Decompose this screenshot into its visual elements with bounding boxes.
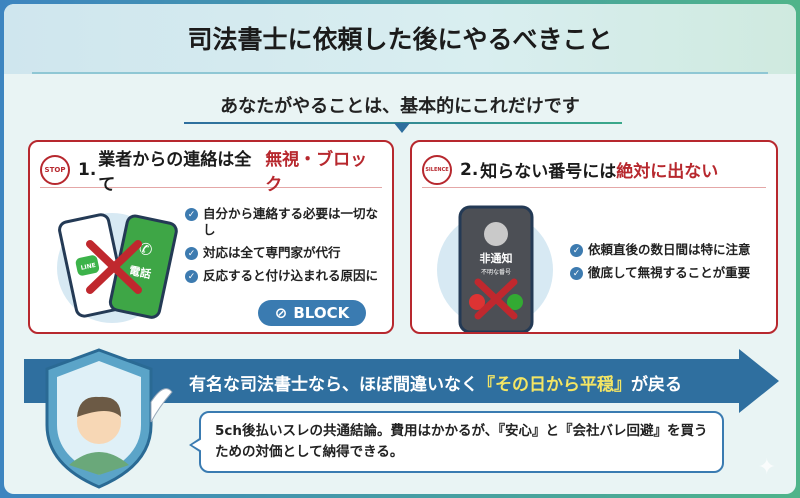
card-number: 1.	[78, 159, 97, 180]
checklist: ✓依頼直後の数日間は特に注意 ✓徹底して無視することが重要	[570, 242, 770, 288]
list-item: ✓依頼直後の数日間は特に注意	[570, 242, 770, 258]
block-button[interactable]: ⊘BLOCK	[258, 300, 366, 326]
card-title: 知らない番号には	[480, 162, 617, 182]
card-header: STOP 1. 業者からの連絡は全て 無視・ブロック	[40, 150, 382, 195]
sparkle-icon: ✦	[757, 455, 776, 480]
divider	[32, 72, 768, 74]
caller-sub-label: 不明な番号	[481, 269, 511, 276]
down-pointer-icon	[394, 123, 410, 133]
check-icon: ✓	[570, 244, 583, 257]
banner-arrow	[24, 349, 779, 413]
call-label: 電話	[128, 263, 152, 281]
dove-icon	[150, 388, 173, 423]
stop-icon: STOP	[40, 154, 70, 185]
silence-icon: SILENCE	[422, 154, 452, 185]
check-icon: ✓	[185, 208, 198, 221]
banner-text: 有名な司法書士なら、ほぼ間違いなく『その日から平穏』が戻る	[189, 375, 682, 395]
card-title-accent: 無視・ブロック	[265, 149, 368, 195]
line-label: LINE	[80, 262, 96, 272]
card-title-accent: 絶対に出ない	[616, 162, 719, 182]
card-unknown-numbers: SILENCE 2. 知らない番号には 絶対に出ない 非通知 不明な番号 ✓依頼…	[410, 140, 778, 334]
caller-label: 非通知	[480, 251, 513, 265]
check-icon: ✓	[570, 267, 583, 280]
card-number: 2.	[460, 159, 479, 180]
infographic: 司法書士に依頼した後にやるべきこと あなたがやることは、基本的にこれだけです S…	[4, 4, 796, 494]
speech-bubble: 5ch後払いスレの共通結論。費用はかかるが、『安心』と『会社バレ回避』を買うため…	[189, 411, 724, 473]
page-title: 司法書士に依頼した後にやるべきこと	[187, 25, 613, 54]
list-item: ✓徹底して無視することが重要	[570, 265, 770, 281]
shield-person-illustration	[45, 348, 173, 489]
list-item: ✓反応すると付け込まれる原因に	[185, 268, 385, 284]
list-item: ✓自分から連絡する必要は一切なし	[185, 206, 385, 238]
subtitle: あなたがやることは、基本的にこれだけです	[220, 96, 580, 117]
card-title: 業者からの連絡は全て	[98, 149, 252, 195]
card-header: SILENCE 2. 知らない番号には 絶対に出ない	[422, 152, 766, 188]
list-item: ✓対応は全て専門家が代行	[185, 245, 385, 261]
card-block-contacts: STOP 1. 業者からの連絡は全て 無視・ブロック LINE 電話✆ ✓自分か…	[28, 140, 394, 334]
checklist: ✓自分から連絡する必要は一切なし ✓対応は全て専門家が代行 ✓反応すると付け込ま…	[185, 206, 385, 291]
check-icon: ✓	[185, 270, 198, 283]
header: 司法書士に依頼した後にやるべきこと	[4, 4, 796, 74]
block-icon: ⊘	[274, 304, 288, 322]
check-icon: ✓	[185, 247, 198, 260]
incoming-call-illustration: 非通知 不明な番号	[437, 205, 553, 332]
phones-x-illustration: LINE 電話✆	[57, 213, 178, 323]
